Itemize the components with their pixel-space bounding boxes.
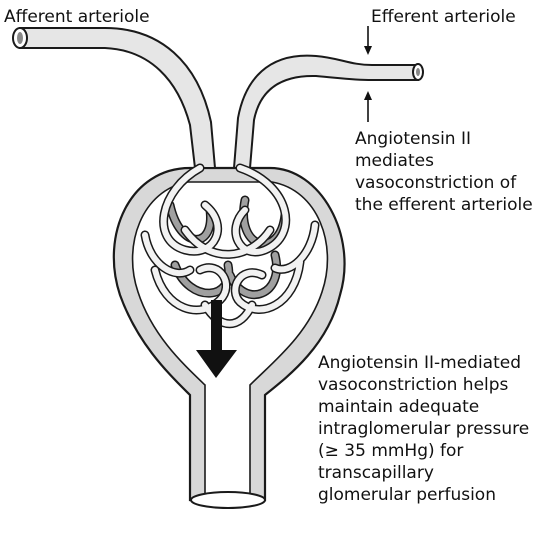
pressure-note-label: Angiotensin II-mediated vasoconstriction… [318,352,529,506]
efferent-lumen [416,68,420,76]
afferent-arteriole-label: Afferent arteriole [4,6,150,28]
efferent-arteriole-label: Efferent arteriole [371,6,516,28]
tubule-opening [191,492,265,508]
afferent-arteriole [20,28,215,168]
angiotensin-constriction-label: Angiotensin II mediates vasoconstriction… [355,128,533,216]
afferent-lumen [17,32,23,44]
